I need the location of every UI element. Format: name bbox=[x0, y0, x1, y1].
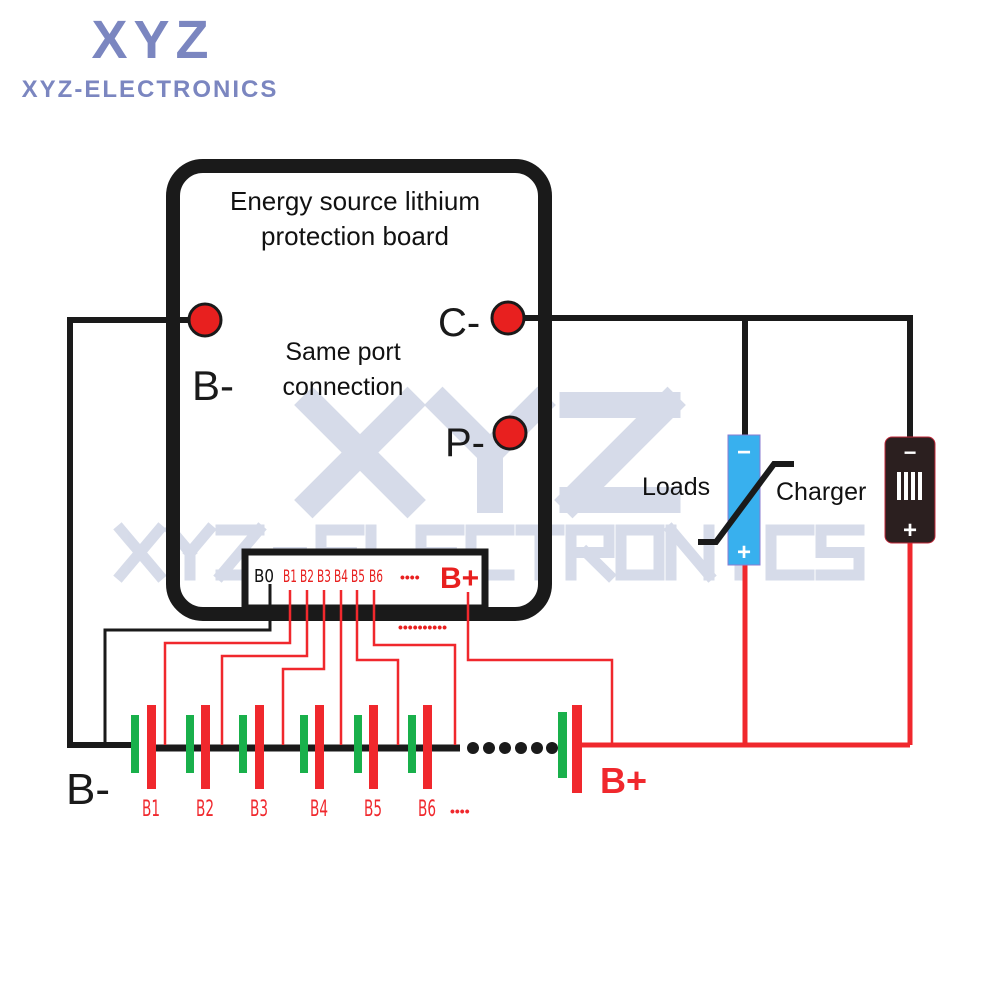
watermark-sub-graphic bbox=[113, 522, 865, 583]
c-minus-terminal bbox=[490, 300, 526, 336]
cell-label: B6 bbox=[418, 797, 436, 822]
cell-positive-plate bbox=[423, 705, 432, 789]
battery-cell: B3 bbox=[239, 705, 268, 822]
board-note-line1: Same port bbox=[285, 338, 400, 366]
cell-label: B5 bbox=[364, 797, 382, 822]
cell-positive-plate bbox=[147, 705, 156, 789]
cell-negative-plate bbox=[300, 715, 308, 773]
battery-cell: B5 bbox=[354, 705, 382, 822]
cell-positive-plate bbox=[369, 705, 378, 789]
watermark-letter bbox=[113, 522, 167, 583]
pack-b-plus-label: B+ bbox=[600, 760, 647, 801]
last-cell-negative-plate bbox=[558, 712, 567, 778]
positive-wiring bbox=[580, 543, 913, 748]
watermark-letter bbox=[765, 524, 815, 581]
cell-positive-plate bbox=[315, 705, 324, 789]
b-minus-terminal bbox=[187, 302, 223, 338]
balance-connector bbox=[241, 548, 489, 612]
pack-b-minus-label: B- bbox=[66, 765, 110, 814]
logo-sub: XYZ-Electronics bbox=[22, 76, 279, 103]
pack-more-label: •••• bbox=[450, 803, 470, 819]
battery-cell: B2 bbox=[186, 705, 214, 822]
pin-b5: B5 bbox=[351, 567, 365, 587]
balance-tap-wiring bbox=[163, 590, 614, 745]
battery-pack: B1 B2 B3 B4 B5 B6 B+ B- •••• bbox=[66, 705, 647, 822]
battery-cell: B1 bbox=[131, 705, 160, 822]
battery-cell: B6 bbox=[408, 705, 436, 822]
pin-b4: B4 bbox=[334, 567, 348, 587]
pin-b6: B6 bbox=[369, 567, 383, 587]
load-minus-sign: − bbox=[737, 439, 751, 466]
watermark-main-graphic bbox=[294, 386, 686, 519]
cell-label: B2 bbox=[196, 797, 214, 822]
pin-b0: B0 bbox=[254, 566, 274, 587]
cell-negative-plate bbox=[239, 715, 247, 773]
cell-positive-plate bbox=[201, 705, 210, 789]
cell-negative-plate bbox=[186, 715, 194, 773]
watermark-letter bbox=[663, 522, 717, 583]
cell-negative-plate bbox=[131, 715, 139, 773]
cell-label: B1 bbox=[142, 797, 160, 822]
pin-more: •••• bbox=[400, 569, 420, 585]
connector-extra-dots: •••••••••• bbox=[398, 619, 447, 635]
board-title-line1: Energy source lithium bbox=[230, 186, 480, 216]
watermark-letter bbox=[815, 524, 865, 581]
charger-body bbox=[884, 436, 936, 544]
cell-label: B3 bbox=[250, 797, 268, 822]
pin-b1: B1 bbox=[283, 567, 297, 587]
series-continuation-dots bbox=[467, 742, 558, 754]
pin-b-plus: B+ bbox=[440, 562, 479, 595]
load-plus-sign: + bbox=[737, 539, 751, 566]
charger-minus-sign: − bbox=[904, 440, 917, 465]
watermark-letter bbox=[615, 524, 665, 581]
cell-negative-plate bbox=[408, 715, 416, 773]
pin-b2: B2 bbox=[300, 567, 314, 587]
logo-main: XYZ bbox=[91, 10, 214, 70]
c-minus-terminal-label: C- bbox=[438, 301, 480, 345]
cell-negative-plate bbox=[354, 715, 362, 773]
watermark-letter bbox=[565, 524, 617, 583]
cell-positive-plate bbox=[255, 705, 264, 789]
pin-b3: B3 bbox=[317, 567, 331, 587]
b-minus-terminal-label: B- bbox=[192, 362, 234, 409]
watermark-letter bbox=[554, 386, 686, 519]
p-minus-terminal-label: P- bbox=[445, 421, 485, 465]
protection-board bbox=[166, 159, 552, 621]
cell-label: B4 bbox=[310, 797, 328, 822]
charger-device: − + Charger bbox=[776, 436, 936, 544]
watermark bbox=[113, 386, 865, 583]
logo: XYZ XYZ-Electronics bbox=[22, 10, 279, 103]
charger-label: Charger bbox=[776, 478, 866, 506]
charger-battery-icon bbox=[897, 472, 922, 500]
board-note-line2: connection bbox=[283, 373, 404, 401]
battery-cell: B4 bbox=[300, 705, 328, 822]
load-device: − + Loads bbox=[642, 434, 794, 566]
p-minus-terminal bbox=[492, 415, 528, 451]
loads-label: Loads bbox=[642, 473, 710, 501]
board-title-line2: protection board bbox=[261, 221, 449, 251]
last-cell-positive-plate bbox=[572, 705, 582, 793]
switch-icon bbox=[698, 461, 794, 545]
charger-plus-sign: + bbox=[903, 517, 917, 544]
watermark-letter bbox=[294, 386, 426, 519]
